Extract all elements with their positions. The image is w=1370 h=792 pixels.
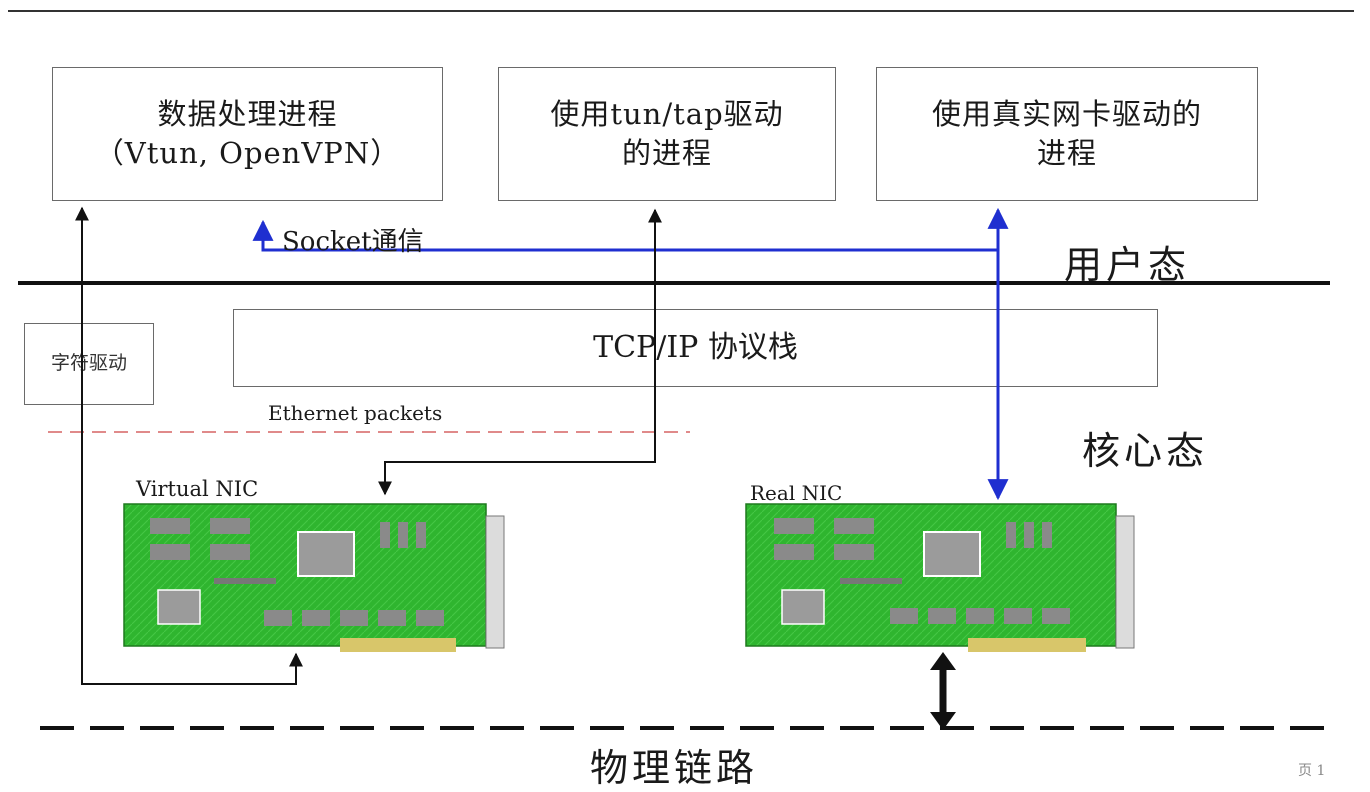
- data-process-line1: 数据处理进程: [157, 96, 338, 131]
- user-mode-label: 用户态: [1064, 243, 1191, 287]
- tun-tap-process-box: 使用tun/tap驱动 的进程: [498, 67, 836, 201]
- kernel-mode-label: 核心态: [1082, 429, 1209, 473]
- top-rule: [8, 10, 1354, 12]
- tun-tap-connector: [378, 208, 662, 496]
- virtual-nic-label: Virtual NIC: [136, 477, 259, 501]
- real-nic-process-line2: 进程: [1036, 136, 1097, 170]
- ethernet-packets-label: Ethernet packets: [268, 401, 443, 425]
- real-nic-process-box: 使用真实网卡驱动的 进程: [876, 67, 1258, 201]
- physical-link-label: 物理链路: [590, 746, 759, 790]
- physical-link-double-arrow: [930, 652, 956, 730]
- socket-label: Socket通信: [282, 227, 424, 257]
- page-number: 页 1: [1298, 763, 1326, 779]
- data-process-box: 数据处理进程 （Vtun, OpenVPN）: [52, 67, 443, 201]
- user-kernel-boundary: [18, 281, 1330, 285]
- real-nic-label: Real NIC: [750, 481, 843, 505]
- real-nic-process-line1: 使用真实网卡驱动的: [931, 96, 1202, 131]
- tun-tap-process-line1: 使用tun/tap驱动: [550, 96, 784, 131]
- data-process-line2: （Vtun, OpenVPN）: [94, 136, 401, 170]
- real-nic-card: [745, 503, 1135, 652]
- tun-tap-process-line2: 的进程: [621, 136, 712, 170]
- char-driver-connector: [75, 206, 303, 685]
- virtual-nic-card: [123, 503, 505, 652]
